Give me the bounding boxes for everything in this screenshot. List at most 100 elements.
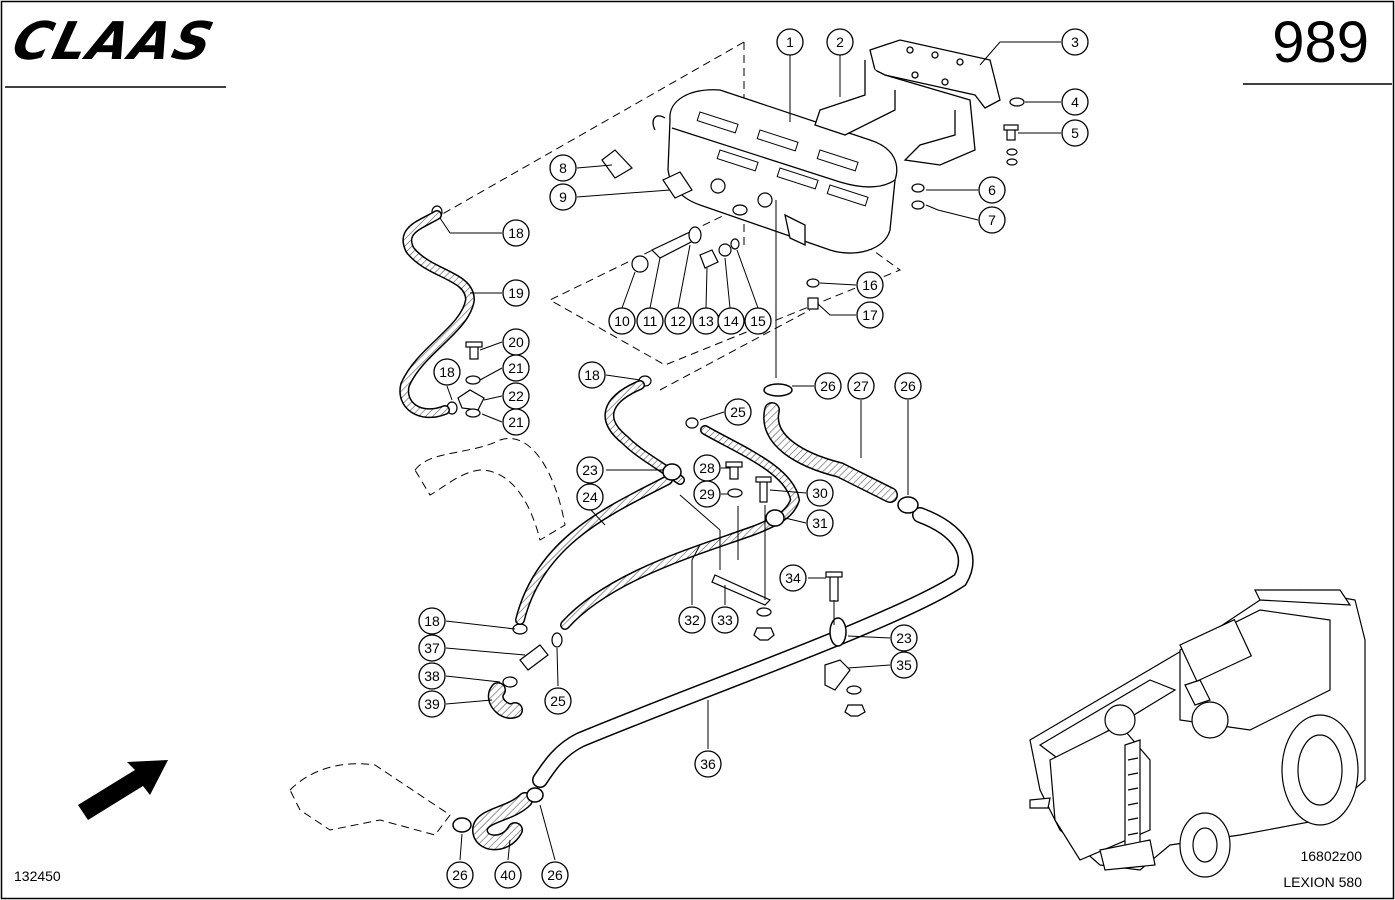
brand-logo: CLAAS [6, 12, 221, 72]
callout-29-label: 29 [699, 486, 715, 502]
callout-26-d: 26 [541, 861, 569, 889]
callout-40: 40 [494, 861, 522, 889]
callout-14: 14 [717, 307, 745, 335]
callout-13: 13 [692, 307, 720, 335]
callout-27: 27 [847, 372, 875, 400]
callout-8-label: 8 [559, 160, 567, 176]
callout-2-label: 2 [836, 34, 844, 50]
leader-guides [679, 200, 835, 625]
callout-9: 9 [549, 183, 577, 211]
callout-24: 24 [576, 483, 604, 511]
callout-30: 30 [806, 479, 834, 507]
callout-25-lower-label: 25 [550, 693, 566, 709]
callout-1-label: 1 [786, 34, 794, 50]
callout-26-c-label: 26 [452, 867, 468, 883]
callout-4: 4 [1061, 88, 1089, 116]
callout-11-label: 11 [643, 313, 658, 329]
callout-37: 37 [418, 634, 446, 662]
callout-8: 8 [549, 154, 577, 182]
callout-15: 15 [744, 307, 772, 335]
callout-13-label: 13 [698, 313, 714, 329]
small-hardware [431, 97, 1025, 717]
callout-31-label: 31 [812, 515, 828, 531]
callout-7: 7 [978, 206, 1006, 234]
callout-24-label: 24 [582, 489, 598, 505]
callout-18-top-label: 18 [508, 225, 524, 241]
callout-18-mid: 18 [578, 361, 606, 389]
callout-17-label: 17 [862, 307, 878, 323]
callout-29: 29 [693, 480, 721, 508]
page-number: 989 [1272, 10, 1369, 75]
callout-28: 28 [693, 454, 721, 482]
callout-7-label: 7 [988, 212, 996, 228]
callout-32-label: 32 [684, 612, 700, 628]
callout-3-label: 3 [1071, 34, 1079, 50]
callout-6-label: 6 [988, 182, 996, 198]
callout-5: 5 [1061, 119, 1089, 147]
callout-20-label: 20 [508, 334, 524, 350]
combine-harvester-illustration [1029, 589, 1366, 878]
callout-20: 20 [502, 328, 530, 356]
callout-25-upper: 25 [724, 398, 752, 426]
callout-10: 10 [608, 307, 636, 335]
callout-23-upper: 23 [576, 456, 604, 484]
callout-1: 1 [776, 28, 804, 56]
callout-30-label: 30 [812, 485, 828, 501]
callout-22: 22 [502, 382, 530, 410]
callout-26-c: 26 [446, 861, 474, 889]
callout-38-label: 38 [424, 668, 440, 684]
callouts: 1 2 3 4 5 6 7 8 9 10 11 12 13 14 15 16 1… [418, 28, 1089, 889]
callout-21-lower-label: 21 [508, 414, 524, 430]
figure-code: 16802z00 [1300, 848, 1362, 864]
callout-16: 16 [856, 271, 884, 299]
callout-21-upper-label: 21 [508, 360, 524, 376]
callout-32: 32 [678, 606, 706, 634]
callout-18-lower-label: 18 [424, 613, 440, 629]
callout-4-label: 4 [1071, 94, 1079, 110]
callout-26-d-label: 26 [547, 867, 563, 883]
callout-33: 33 [711, 606, 739, 634]
callout-18-mid-label: 18 [584, 367, 600, 383]
callout-36: 36 [694, 750, 722, 778]
callout-11: 11 [636, 307, 664, 335]
model-name: LEXION 580 [1283, 874, 1362, 890]
callout-28-label: 28 [699, 460, 715, 476]
callout-39: 39 [418, 690, 446, 718]
callout-leaders [439, 41, 1061, 861]
callout-5-label: 5 [1071, 125, 1079, 141]
callout-16-label: 16 [862, 277, 878, 293]
callout-39-label: 39 [424, 696, 440, 712]
callout-21-lower: 21 [502, 408, 530, 436]
callout-35: 35 [890, 651, 918, 679]
callout-23-lower: 23 [890, 624, 918, 652]
callout-12: 12 [664, 307, 692, 335]
callout-34-label: 34 [785, 570, 801, 586]
callout-38: 38 [418, 662, 446, 690]
callout-37-label: 37 [424, 640, 440, 656]
callout-6: 6 [978, 176, 1006, 204]
callout-19-label: 19 [508, 285, 524, 301]
callout-40-label: 40 [500, 867, 516, 883]
hoses [399, 210, 974, 851]
callout-26-b-label: 26 [900, 378, 916, 394]
callout-12-label: 12 [670, 313, 686, 329]
callout-19: 19 [502, 279, 530, 307]
callout-36-label: 36 [700, 756, 716, 772]
callout-26-a-label: 26 [820, 378, 836, 394]
direction-arrow [78, 760, 168, 820]
callout-18-left-label: 18 [439, 364, 455, 380]
callout-25-upper-label: 25 [730, 404, 746, 420]
callout-18-top: 18 [502, 219, 530, 247]
callout-35-label: 35 [896, 657, 912, 673]
callout-23-lower-label: 23 [896, 630, 912, 646]
callout-33-label: 33 [717, 612, 733, 628]
callout-9-label: 9 [559, 189, 567, 205]
callout-26-a: 26 [814, 372, 842, 400]
callout-17: 17 [856, 301, 884, 329]
callout-18-left: 18 [433, 358, 461, 386]
callout-14-label: 14 [723, 313, 739, 329]
callout-26-b: 26 [894, 372, 922, 400]
callout-34: 34 [779, 564, 807, 592]
callout-18-lower: 18 [418, 607, 446, 635]
